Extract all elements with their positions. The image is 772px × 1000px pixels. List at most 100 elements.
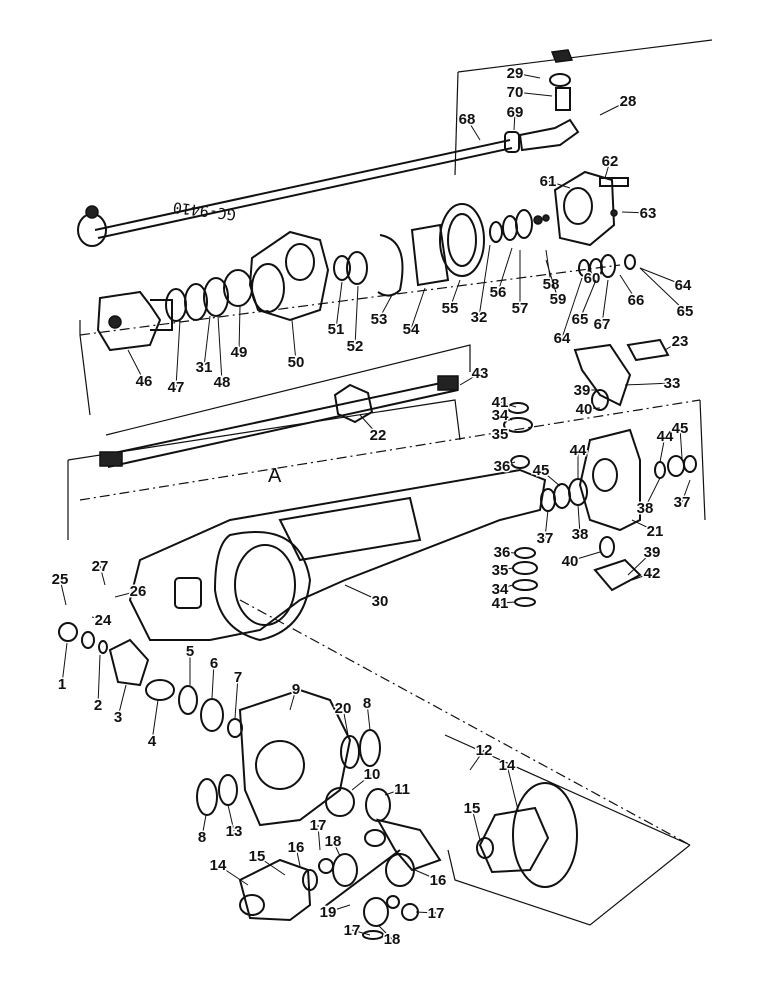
callout-17: 17 [342, 921, 371, 941]
callout-26: 26 [114, 582, 148, 602]
callout-61: 61 [538, 172, 571, 192]
callout-leader [238, 305, 241, 353]
callout-7: 7 [232, 668, 244, 719]
callout-56: 56 [488, 247, 513, 303]
callout-leader [497, 247, 513, 293]
callout-15: 15 [462, 799, 482, 841]
callout-15: 15 [247, 847, 286, 876]
callout-leader [414, 869, 439, 881]
callout-8: 8 [361, 694, 373, 731]
callout-30: 30 [344, 584, 390, 612]
callout-leader [601, 279, 609, 325]
callout-label: 41 [492, 595, 509, 612]
callout-label: 38 [637, 500, 654, 517]
callout-27: 27 [90, 557, 110, 586]
callout-40: 40 [574, 400, 601, 420]
callout-label: 30 [372, 593, 389, 610]
callout-58: 58 [541, 249, 561, 295]
callout-label: 23 [672, 333, 689, 350]
callout-leader [471, 807, 481, 841]
callout-37: 37 [535, 509, 555, 549]
callout-32: 32 [469, 244, 491, 328]
callout-leader [384, 788, 403, 796]
callout-leader [579, 279, 597, 320]
callout-69: 69 [505, 103, 525, 131]
callout-22: 22 [359, 414, 388, 446]
callout-38: 38 [635, 477, 661, 519]
callout-53: 53 [369, 294, 393, 330]
callout-leader [99, 565, 106, 586]
assembly-frame-lines [67, 39, 713, 926]
callout-41: 41 [490, 393, 517, 413]
callout-40: 40 [560, 552, 601, 572]
callout-leader [631, 519, 656, 532]
callout-leader [97, 654, 101, 706]
callout-label: 32 [471, 309, 488, 326]
callout-label: 5 [186, 643, 194, 660]
callout-49: 49 [229, 305, 249, 363]
callout-label: 41 [492, 394, 509, 411]
callout-17: 17 [308, 816, 328, 851]
callout-12: 12 [469, 741, 494, 771]
callout-4: 4 [146, 699, 159, 752]
callout-label: 7 [234, 669, 242, 686]
callout-label: 27 [92, 558, 109, 575]
callout-leader [151, 699, 159, 742]
callout-label: 33 [664, 375, 681, 392]
callout-45: 45 [531, 461, 561, 487]
callout-leader [295, 846, 301, 867]
callout-label: 63 [640, 205, 657, 222]
callout-36: 36 [492, 543, 516, 563]
callout-label: 4 [148, 733, 157, 750]
callout-label: 37 [537, 530, 554, 547]
callout-leader [499, 429, 509, 435]
callout-label: 57 [512, 300, 529, 317]
callout-leader [351, 929, 371, 936]
callout-52: 52 [345, 285, 365, 357]
callout-leader [577, 504, 581, 535]
callout-47: 47 [166, 319, 186, 398]
callout-44: 44 [655, 427, 675, 463]
callout-57: 57 [510, 250, 530, 319]
callout-29: 29 [505, 64, 541, 84]
callout-label: 45 [672, 420, 689, 437]
callout-68: 68 [457, 110, 481, 141]
callout-65: 65 [639, 267, 695, 322]
callout-label: 24 [95, 612, 112, 629]
callout-59: 59 [545, 259, 568, 310]
callout-label: 16 [288, 839, 305, 856]
tie-rod [77, 49, 580, 247]
callout-label: 40 [576, 401, 593, 418]
callout-label: 37 [674, 494, 691, 511]
callout-leader [91, 616, 104, 621]
callout-13: 13 [224, 804, 244, 842]
callout-label: 26 [130, 583, 147, 600]
callout-label: 64 [675, 277, 692, 294]
callout-48: 48 [212, 315, 232, 393]
callout-label: 9 [292, 681, 300, 698]
callout-leader [291, 319, 297, 363]
callout-label: 70 [507, 84, 524, 101]
callout-37: 37 [672, 479, 692, 513]
callout-8: 8 [196, 814, 208, 848]
callout-label: 46 [136, 373, 153, 390]
callout-label: 1 [58, 676, 66, 693]
callout-label: 47 [168, 379, 185, 396]
callout-21: 21 [631, 519, 665, 542]
callout-leader [499, 584, 514, 590]
callout-leader [499, 567, 514, 571]
callout-leader [59, 578, 67, 606]
callout-leader [234, 676, 239, 719]
callout-23: 23 [664, 332, 690, 352]
callout-label: 59 [550, 291, 567, 308]
callout-39: 39 [627, 543, 662, 576]
callout-28: 28 [599, 92, 638, 116]
callout-leader [621, 211, 649, 214]
callout-leader [227, 804, 235, 832]
callout-label: 54 [403, 321, 420, 338]
callout-leader [514, 72, 541, 79]
callout-35: 35 [490, 425, 510, 445]
callout-leader [332, 840, 341, 857]
callout-leader [469, 749, 485, 771]
